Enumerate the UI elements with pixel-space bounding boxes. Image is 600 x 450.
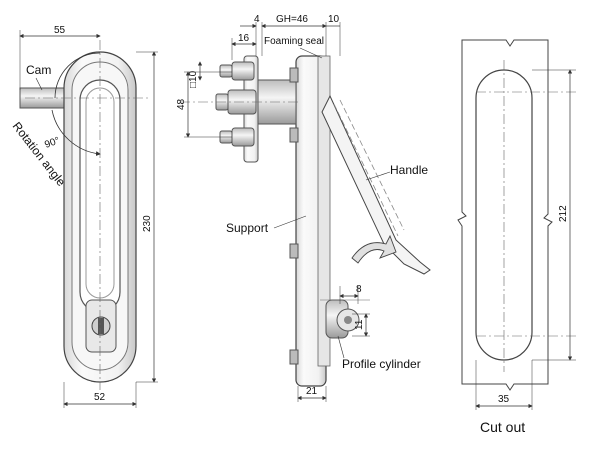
side-view: 4 GH=46 10 16 Foaming seal □10 48 Handle… xyxy=(176,14,431,402)
dim-48: 48 xyxy=(176,98,187,110)
handle-label: Handle xyxy=(390,163,428,177)
cutout-view: 212 35 Cut out xyxy=(457,39,576,435)
profile-cylinder-label: Profile cylinder xyxy=(342,357,421,371)
dim-8: 8 xyxy=(356,284,362,295)
foaming-seal-label: Foaming seal xyxy=(264,36,324,47)
dim-square-10: □10 xyxy=(188,70,199,88)
dim-35: 35 xyxy=(498,394,510,405)
dim-4: 4 xyxy=(254,14,260,25)
dim-55: 55 xyxy=(54,25,66,36)
angle-label: 90° xyxy=(43,135,61,151)
dim-52: 52 xyxy=(94,392,106,403)
dim-16: 16 xyxy=(238,33,250,44)
support-label: Support xyxy=(226,221,269,235)
cam-label: Cam xyxy=(26,63,51,77)
dim-gh-46: GH=46 xyxy=(276,14,308,25)
front-view: 55 Cam Rotation angle 90° 230 52 xyxy=(10,25,158,408)
side-handle-open xyxy=(321,94,431,275)
dim-21: 21 xyxy=(306,386,318,397)
dim-10-top: 10 xyxy=(328,14,340,25)
rotation-arrow-icon xyxy=(351,234,397,264)
cutout-title: Cut out xyxy=(480,419,525,435)
dim-212: 212 xyxy=(558,205,569,222)
dim-230: 230 xyxy=(142,215,153,232)
dim-11: 11 xyxy=(354,319,365,330)
